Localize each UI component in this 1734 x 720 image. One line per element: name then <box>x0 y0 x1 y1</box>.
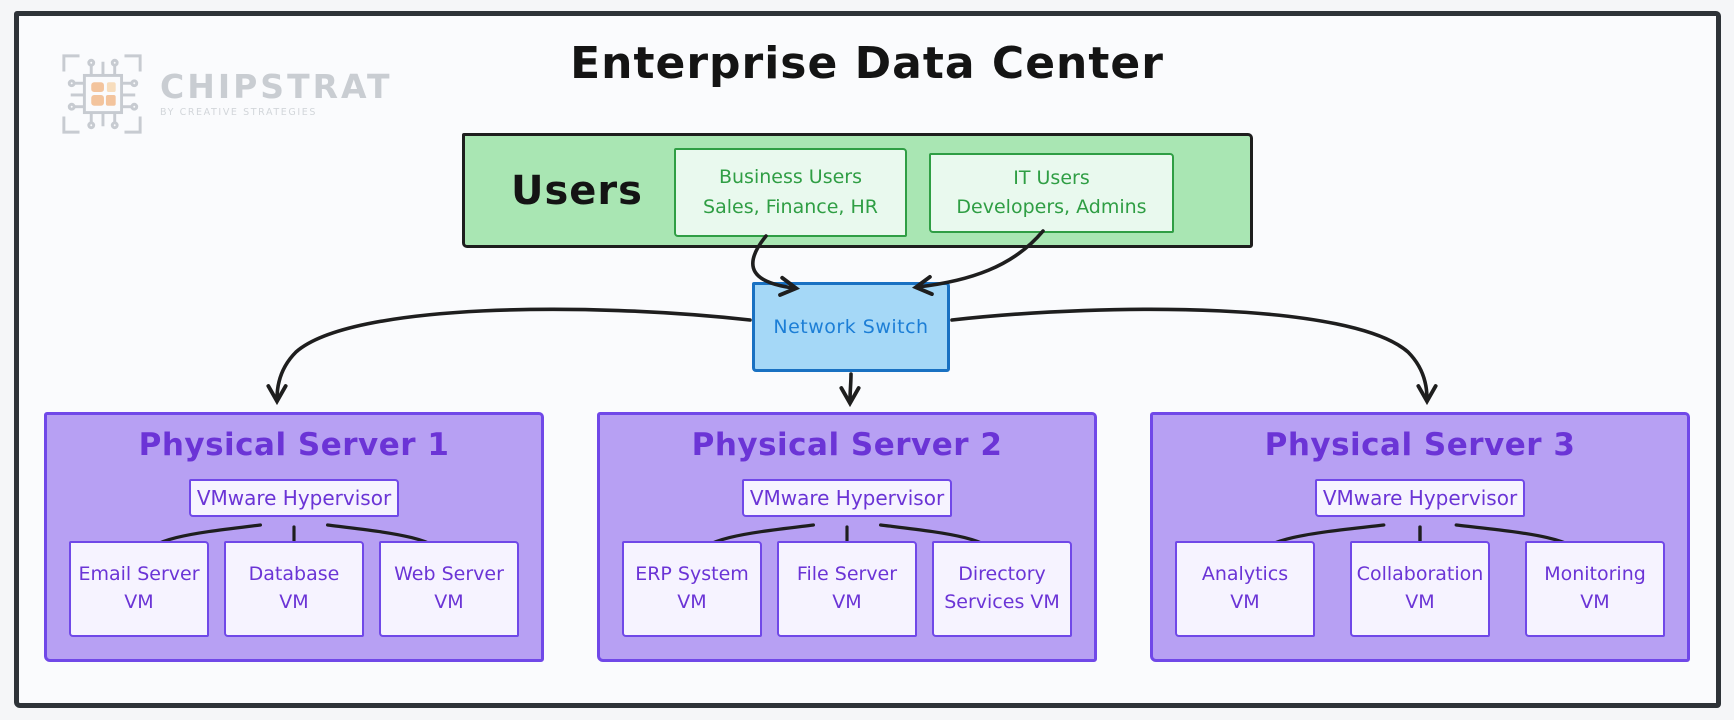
users-section: Users Business Users Sales, Finance, HR … <box>462 133 1253 248</box>
chipstrat-logo-text: CHIPSTRAT BY CREATIVE STRATEGIES <box>160 70 392 118</box>
vm-row: Analytics VM Collaboration VM Monitoring… <box>1153 541 1687 637</box>
user-group-line: Developers, Admins <box>956 196 1147 218</box>
hypervisor-label: VMware Hypervisor <box>749 486 945 510</box>
vm-node-email-server: Email Server VM <box>69 541 209 637</box>
logo-name: CHIPSTRAT <box>160 67 393 106</box>
vm-node-database: Database VM <box>224 541 364 637</box>
chipstrat-logo: CHIPSTRAT BY CREATIVE STRATEGIES <box>58 50 392 138</box>
server-title: Physical Server 3 <box>1264 427 1576 463</box>
server-title: Physical Server 2 <box>691 427 1003 463</box>
vm-label: Database <box>248 563 340 586</box>
vm-label: Services VM <box>944 591 1060 613</box>
network-switch-label: Network Switch <box>773 316 929 338</box>
vm-label: Directory <box>958 563 1046 586</box>
user-group-business: Business Users Sales, Finance, HR <box>674 148 907 237</box>
hypervisor-label: VMware Hypervisor <box>1322 486 1518 510</box>
vm-node-web-server: Web Server VM <box>379 541 519 637</box>
vm-row: ERP System VM File Server VM Directory S… <box>600 541 1094 637</box>
vm-label: VM <box>832 591 862 613</box>
server-node-2: Physical Server 2 VMware Hypervisor ERP … <box>597 412 1097 662</box>
user-group-line: IT Users <box>1013 166 1090 189</box>
vm-label: VM <box>1230 591 1260 613</box>
hypervisor-node: VMware Hypervisor <box>742 479 952 517</box>
vm-label: Web Server <box>394 563 504 586</box>
vm-label: VM <box>434 591 464 613</box>
vm-node-analytics: Analytics VM <box>1175 541 1315 637</box>
user-group-line: Sales, Finance, HR <box>703 195 878 218</box>
users-label: Users <box>511 167 643 214</box>
logo-tagline: BY CREATIVE STRATEGIES <box>160 107 317 118</box>
server-title: Physical Server 1 <box>138 427 450 463</box>
vm-node-monitoring: Monitoring VM <box>1525 541 1665 637</box>
vm-label: ERP System <box>635 563 749 586</box>
vm-label: Analytics <box>1201 563 1289 586</box>
user-group-line: Business Users <box>718 166 863 189</box>
vm-label: Email Server <box>78 563 200 586</box>
vm-label: VM <box>1405 591 1435 613</box>
network-switch-node: Network Switch <box>752 282 950 372</box>
vm-node-file-server: File Server VM <box>777 541 917 637</box>
vm-label: Monitoring <box>1544 563 1646 586</box>
server-node-3: Physical Server 3 VMware Hypervisor Anal… <box>1150 412 1690 662</box>
hypervisor-node: VMware Hypervisor <box>189 479 399 517</box>
vm-label: VM <box>677 591 707 613</box>
server-node-1: Physical Server 1 VMware Hypervisor Emai… <box>44 412 544 662</box>
chipstrat-chip-icon <box>62 54 142 134</box>
hypervisor-node: VMware Hypervisor <box>1315 479 1525 517</box>
vm-node-erp-system: ERP System VM <box>622 541 762 637</box>
vm-label: VM <box>124 591 154 613</box>
page-title: Enterprise Data Center <box>570 38 1164 89</box>
vm-label: File Server <box>796 563 898 586</box>
user-group-it: IT Users Developers, Admins <box>929 153 1174 233</box>
vm-label: Collaboration <box>1356 563 1484 586</box>
vm-label: VM <box>279 591 309 613</box>
vm-label: VM <box>1580 591 1610 613</box>
vm-node-directory-services: Directory Services VM <box>932 541 1072 637</box>
vm-row: Email Server VM Database VM Web Server V… <box>47 541 541 637</box>
vm-node-collaboration: Collaboration VM <box>1350 541 1490 637</box>
hypervisor-label: VMware Hypervisor <box>196 486 392 510</box>
